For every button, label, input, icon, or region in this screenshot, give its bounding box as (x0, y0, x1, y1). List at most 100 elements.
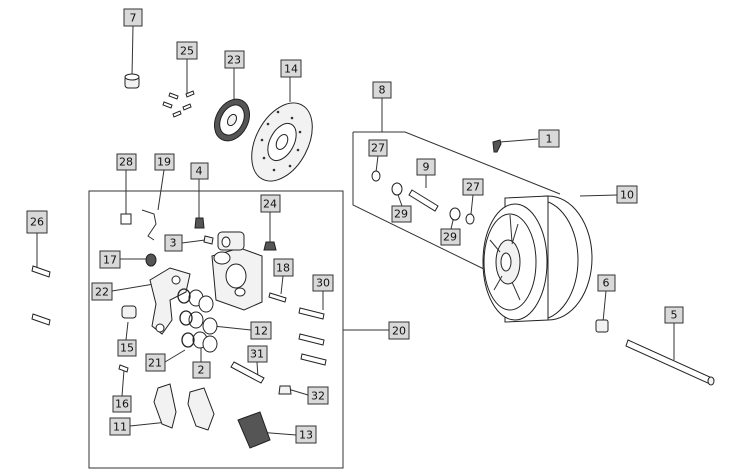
callout-28: 28 (116, 153, 137, 171)
callout-20: 20 (388, 321, 410, 340)
callout-11-text: 11 (113, 421, 127, 434)
brake-disc-illustration (251, 102, 313, 182)
brake-pads-illustration (153, 383, 215, 431)
callout-18: 18 (273, 258, 294, 277)
callout-6-text: 6 (603, 277, 610, 290)
callout-24-text: 24 (263, 198, 277, 211)
caliper-bolts-illustration (298, 307, 327, 366)
callout-29a-text: 29 (394, 208, 408, 221)
callout-21-text: 21 (148, 357, 162, 370)
rear-wheel-illustration (482, 195, 593, 323)
callout-13-text: 13 (299, 429, 313, 442)
piston-seal-illustration (177, 288, 195, 348)
collar-illustration (408, 189, 439, 212)
leader-lines (36, 25, 675, 436)
callout-16: 16 (112, 395, 132, 413)
callout-26: 26 (26, 210, 48, 234)
callout-20-text: 20 (392, 325, 406, 338)
callout-3: 3 (164, 234, 183, 252)
callout-12-text: 12 (254, 325, 268, 338)
callout-29b-text: 29 (443, 231, 457, 244)
bleeder-illustration (194, 217, 205, 229)
callout-19: 19 (154, 153, 175, 171)
callout-31-text: 31 (250, 348, 264, 361)
callout-10-text: 10 (620, 189, 634, 202)
callout-labels: 1 2 3 4 5 6 7 8 9 10 11 12 13 14 15 16 1… (26, 8, 684, 444)
callout-22: 22 (91, 282, 113, 301)
callout-5-text: 5 (671, 309, 678, 322)
callout-22-text: 22 (95, 286, 109, 299)
callout-2-text: 2 (198, 364, 205, 377)
callout-17-text: 17 (103, 254, 117, 267)
callout-7-text: 7 (130, 12, 137, 25)
callout-16-text: 16 (115, 398, 129, 411)
callout-28-text: 28 (119, 156, 133, 169)
callout-23: 23 (224, 50, 245, 69)
callout-29b: 29 (440, 228, 461, 246)
axle-illustration (625, 339, 715, 386)
callout-30: 30 (312, 274, 334, 292)
valve-illustration (492, 139, 502, 153)
disc-bolts-illustration (162, 90, 195, 118)
callout-6: 6 (597, 274, 616, 292)
pin-18-illustration (268, 292, 287, 303)
bush-illustration (124, 73, 140, 89)
pad-spring-illustration (237, 411, 271, 449)
bearing-illustration (391, 182, 403, 196)
callout-9: 9 (416, 158, 436, 176)
pad-pin-illustration (230, 361, 265, 384)
dust-seal-illustration (145, 253, 157, 267)
callout-21: 21 (145, 353, 166, 372)
callout-4: 4 (190, 162, 209, 180)
callout-32: 32 (307, 386, 329, 405)
callout-24: 24 (260, 194, 281, 213)
callout-30-text: 30 (316, 277, 330, 290)
callout-14-text: 14 (284, 63, 298, 76)
cap-illustration (203, 235, 214, 245)
callout-25: 25 (176, 41, 198, 60)
long-bolt-illustration (31, 265, 51, 326)
callout-1-text: 1 (546, 133, 553, 146)
callout-25-text: 25 (180, 45, 194, 58)
callout-8-text: 8 (379, 84, 386, 97)
callout-19-text: 19 (157, 156, 171, 169)
callout-27b-text: 27 (466, 181, 480, 194)
nut-illustration (263, 241, 277, 251)
callout-5: 5 (664, 306, 684, 324)
pin-illustration (120, 213, 132, 225)
callout-15: 15 (117, 339, 137, 357)
callout-4-text: 4 (196, 165, 203, 178)
callout-27b: 27 (462, 178, 484, 196)
callout-23-text: 23 (227, 54, 241, 67)
small-pin-illustration (118, 364, 129, 373)
callout-12: 12 (250, 321, 272, 340)
spacer-illustration (595, 319, 609, 333)
piston-illustration (188, 289, 218, 353)
caliper-bracket-illustration (149, 267, 191, 335)
callout-7: 7 (123, 8, 143, 27)
caliper-body-illustration (211, 231, 263, 311)
callout-27a: 27 (368, 139, 388, 157)
callout-1: 1 (538, 129, 560, 148)
callout-15-text: 15 (120, 342, 134, 355)
oil-seal-illustration (371, 170, 381, 182)
callout-8: 8 (372, 81, 392, 99)
nut-32-illustration (278, 385, 292, 395)
callout-13: 13 (295, 425, 317, 444)
callout-26-text: 26 (30, 216, 44, 229)
disc-adapter-illustration (213, 98, 251, 142)
callout-10: 10 (616, 185, 638, 204)
wheel-group-frame (353, 131, 561, 195)
callout-11: 11 (109, 417, 131, 436)
callout-2: 2 (192, 361, 211, 379)
callout-18-text: 18 (276, 262, 290, 275)
callout-32-text: 32 (311, 390, 325, 403)
callout-31: 31 (247, 345, 268, 363)
spring-illustration (141, 209, 157, 241)
callout-9-text: 9 (423, 161, 430, 174)
callout-14: 14 (280, 59, 302, 78)
callout-3-text: 3 (170, 237, 177, 250)
callout-27a-text: 27 (371, 142, 385, 155)
callout-17: 17 (99, 250, 121, 269)
